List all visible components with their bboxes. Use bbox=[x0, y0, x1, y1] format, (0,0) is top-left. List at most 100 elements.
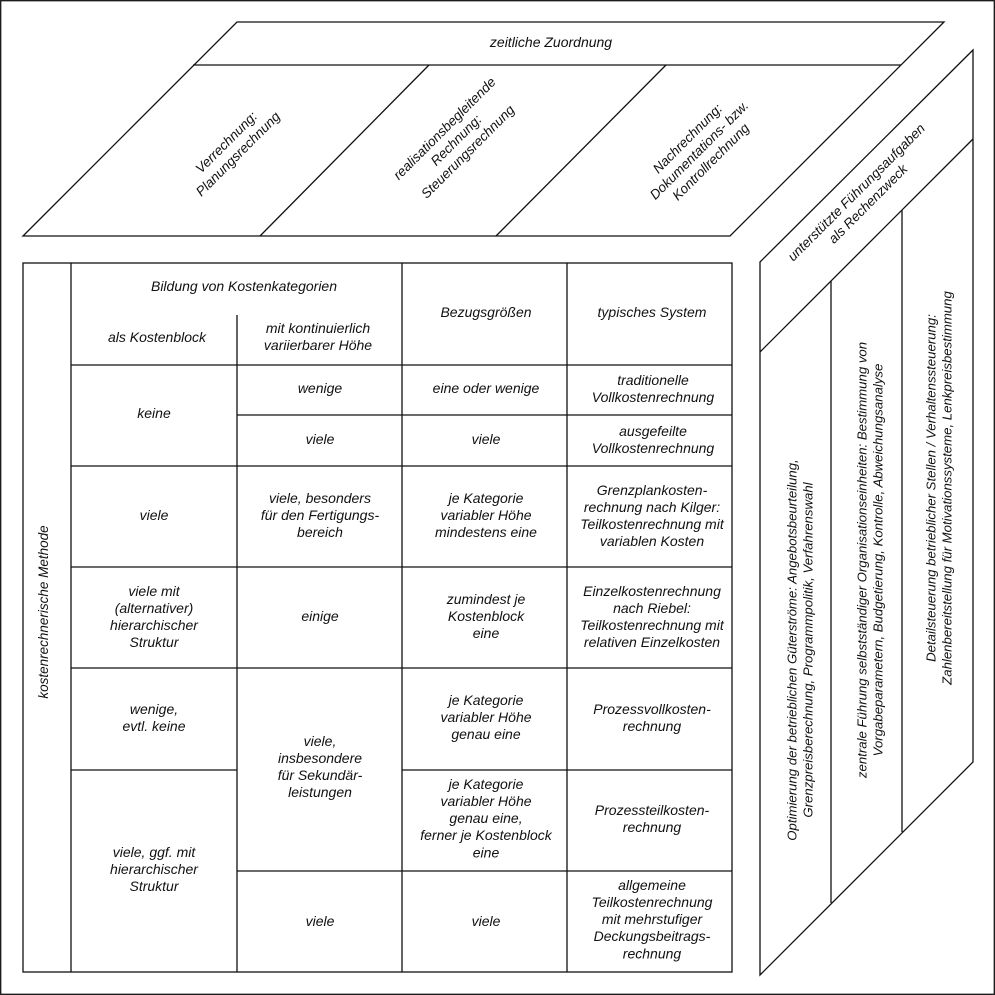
side-face: unterstützte Führungsaufgabenals Rechenz… bbox=[759, 48, 974, 977]
header-typisches-system: typisches System bbox=[598, 304, 707, 320]
text-line: rechnung bbox=[623, 945, 682, 961]
side-header-label: unterstützte Führungsaufgabenals Rechenz… bbox=[785, 121, 940, 276]
text-line: Vollkostenrechnung bbox=[592, 440, 715, 456]
text-line: Dokumentations- bzw. bbox=[647, 98, 752, 203]
text-line: allgemeine bbox=[618, 877, 686, 893]
text-line: Einzelkostenrechnung bbox=[583, 583, 721, 599]
text-line: variablen Kosten bbox=[600, 533, 705, 549]
header-bezugsgroessen: Bezugsgrößen bbox=[440, 304, 531, 320]
cell-r7-bezug: viele bbox=[472, 913, 501, 929]
text-line: variabler Höhe bbox=[440, 507, 531, 523]
text-line: Struktur bbox=[129, 634, 179, 650]
cell-r3-block: viele bbox=[140, 507, 169, 523]
side-col2-label: zentrale Führung selbstständiger Organis… bbox=[855, 342, 886, 779]
text-line: leistungen bbox=[288, 784, 352, 800]
text-line: rechnung bbox=[623, 819, 682, 835]
text-line: viele mit bbox=[128, 583, 180, 599]
text-line: nach Riebel: bbox=[613, 600, 691, 616]
text-line: hierarchischer bbox=[110, 617, 199, 633]
text-line: insbesondere bbox=[278, 750, 362, 766]
header-kostenkategorien: Bildung von Kostenkategorien bbox=[151, 278, 337, 294]
text-line: mindestens eine bbox=[435, 524, 537, 540]
text-line: genau eine, bbox=[449, 810, 522, 826]
text-line: mit mehrstufiger bbox=[602, 911, 704, 927]
text-line: ausgefeilte bbox=[619, 423, 687, 439]
side-col3-label: Detailsteuerung betrieblicher Stellen / … bbox=[924, 291, 955, 686]
top-header-label: zeitliche Zuordnung bbox=[489, 34, 612, 50]
text-line: mit kontinuierlich bbox=[266, 320, 370, 336]
text-line: Teilkostenrechnung mit bbox=[580, 617, 725, 633]
cell-r4-cont: einige bbox=[301, 608, 339, 624]
text-line: je Kategorie bbox=[447, 692, 524, 708]
top-col2-label: realisationsbegleitendeRechnung:Steuerun… bbox=[390, 74, 522, 206]
text-line: viele, besonders bbox=[269, 490, 371, 506]
text-line: für den Fertigungs- bbox=[261, 507, 380, 523]
text-line: variabler Höhe bbox=[440, 793, 531, 809]
text-line: genau eine bbox=[451, 726, 521, 742]
top-col-divider-2 bbox=[495, 64, 667, 237]
side-face-outline bbox=[759, 48, 974, 977]
text-line: viele, ggf. mit bbox=[113, 844, 197, 860]
top-face-outline bbox=[21, 21, 946, 237]
text-line: Struktur bbox=[129, 878, 179, 894]
front-face: kostenrechnerische Methode Bildung von K… bbox=[22, 262, 733, 973]
cell-r3-system: Grenzplankosten-rechnung nach Kilger:Tei… bbox=[580, 482, 725, 549]
text-line: rechnung nach Kilger: bbox=[584, 499, 720, 515]
text-line: unterstützte Führungsaufgaben bbox=[785, 121, 928, 264]
text-line: traditionelle bbox=[617, 372, 689, 388]
text-line: Prozessteilkosten- bbox=[595, 802, 710, 818]
cell-block-keine: keine bbox=[137, 405, 171, 421]
top-face: zeitliche Zuordnung Verrechnung:Planungs… bbox=[21, 21, 946, 237]
text-line: eine bbox=[473, 625, 500, 641]
text-line: Prozessvollkosten- bbox=[593, 701, 711, 717]
header-kostenblock: als Kostenblock bbox=[108, 329, 207, 345]
text-line: Teilkostenrechnung mit bbox=[580, 516, 725, 532]
top-col-divider-1 bbox=[259, 64, 430, 237]
text-line: Grenzpreisberechnung, Programmpolitik, V… bbox=[801, 481, 816, 817]
text-line: wenige, bbox=[130, 701, 178, 717]
side-header-divider bbox=[759, 138, 974, 353]
front-side-label: kostenrechnerische Methode bbox=[36, 525, 51, 698]
text-line: rechnung bbox=[623, 718, 682, 734]
text-line: Grenzplankosten- bbox=[597, 482, 708, 498]
cell-r1-cont: wenige bbox=[298, 380, 343, 396]
text-line: Detailsteuerung betrieblicher Stellen / … bbox=[924, 314, 939, 662]
cell-r5-block: wenige,evtl. keine bbox=[122, 701, 185, 734]
text-line: Zahlenbereitstellung für Motivationssyst… bbox=[940, 291, 955, 686]
cell-r7-cont: viele bbox=[306, 913, 335, 929]
text-line: eine bbox=[473, 844, 500, 860]
side-col1-label: Optimierung der betrieblichen Güterström… bbox=[785, 459, 816, 840]
text-line: viele, bbox=[304, 733, 337, 749]
text-line: je Kategorie bbox=[447, 490, 524, 506]
text-line: (alternativer) bbox=[115, 600, 194, 616]
text-line: Teilkostenrechnung bbox=[592, 894, 713, 910]
text-line: bereich bbox=[297, 524, 343, 540]
text-line: Vorgabeparametern, Budgetierung, Kontrol… bbox=[871, 364, 886, 757]
text-line: evtl. keine bbox=[122, 718, 185, 734]
text-line: Vollkostenrechnung bbox=[592, 389, 715, 405]
text-line: Optimierung der betrieblichen Güterström… bbox=[785, 459, 800, 840]
text-line: variabler Höhe bbox=[440, 709, 531, 725]
text-line: zumindest je bbox=[446, 591, 526, 607]
top-col3-label: Nachrechnung:Dokumentations- bzw.Kontrol… bbox=[635, 86, 763, 214]
text-line: zentrale Führung selbstständiger Organis… bbox=[855, 342, 870, 779]
text-line: Kostenblock bbox=[448, 608, 525, 624]
text-line: hierarchischer bbox=[110, 861, 199, 877]
cell-r1-bezug: eine oder wenige bbox=[433, 380, 540, 396]
cell-r2-bezug: viele bbox=[472, 431, 501, 447]
text-line: variierbarer Höhe bbox=[264, 337, 372, 353]
